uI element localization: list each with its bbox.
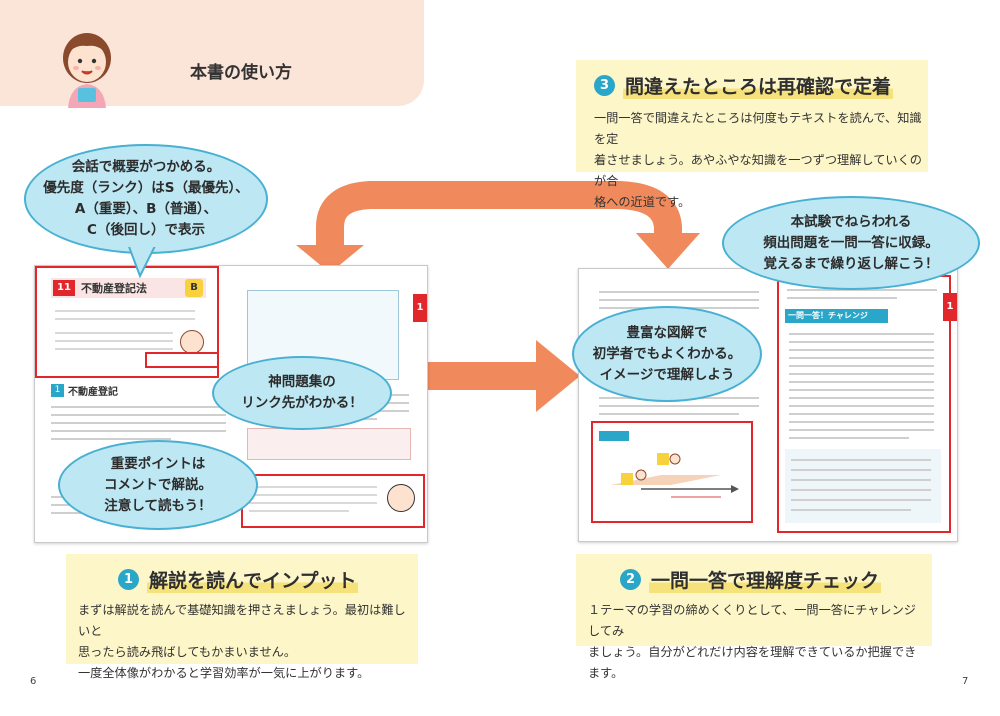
- right-arrow-icon: [412, 340, 580, 412]
- mascot-icon: [63, 33, 111, 108]
- panel-step-2-title: 2 一問一答で理解度チェック: [620, 566, 882, 593]
- loop-arrow-icon: [296, 181, 700, 273]
- page-title: 本書の使い方: [190, 63, 292, 83]
- bubble-rank-tail-icon: [126, 244, 158, 279]
- bubble-points: 重要ポイントは コメントで解説。 注意して読もう！: [58, 440, 258, 530]
- panel-step-2: 2 一問一答で理解度チェック １テーマの学習の締めくくりとして、一問一答にチャレ…: [576, 554, 932, 680]
- page-number-right: 7: [962, 676, 969, 687]
- chapter-title: 不動産登記法: [81, 282, 147, 295]
- bubble-rank: 会話で概要がつかめる。 優先度（ランク）はS（最優先）、 A（重要）、B（普通）…: [24, 144, 268, 254]
- diagram-illustration-icon: [611, 453, 739, 498]
- link-banner-highlight: [145, 352, 219, 368]
- section-title: 不動産登記: [68, 387, 118, 398]
- bubble-diagram: 豊富な図解で 初学者でもよくわかる。 イメージで理解しよう: [572, 306, 762, 402]
- comment-avatar: [387, 484, 415, 512]
- bubble-link: 神問題集の リンク先がわかる！: [212, 356, 392, 430]
- panel-step-1-title: 1 解説を読んでインプット: [118, 566, 359, 593]
- panel-step-1: 1 解説を読んでインプット まずは解説を読んで基礎知識を押さえましょう。最初は難…: [66, 554, 418, 680]
- challenge-header: 一問一答！チャレンジ: [785, 309, 888, 323]
- diagram-highlight: [591, 421, 753, 523]
- panel-step-3-body: 一問一答で間違えたところは何度もテキストを読んで、知識を定 着させましょう。あや…: [594, 111, 922, 209]
- page-number-left: 6: [30, 676, 37, 687]
- step-number-2: 2: [620, 569, 641, 590]
- section-number: 1: [51, 384, 64, 397]
- bubble-exam: 本試験でねらわれる 頻出問題を一問一答に収録。 覚えるまで繰り返し解こう！: [722, 196, 980, 290]
- step-number-1: 1: [118, 569, 139, 590]
- panel-step-3-title: 3 間違えたところは再確認で定着: [594, 72, 894, 99]
- step-number-3: 3: [594, 75, 615, 96]
- panel-step-3: 3 間違えたところは再確認で定着 一問一答で間違えたところは何度もテキストを読ん…: [576, 60, 928, 209]
- panel-step-2-body: １テーマの学習の締めくくりとして、一問一答にチャレンジしてみ ましょう。自分がど…: [588, 603, 917, 680]
- rank-badge: B: [185, 279, 203, 297]
- chapter-header-highlight: [35, 266, 219, 378]
- chapter-number: 11: [53, 280, 75, 296]
- chapter-side-tab-right: 1: [943, 293, 957, 321]
- teacher-avatar: [180, 330, 204, 354]
- panel-step-1-body: まずは解説を読んで基礎知識を押さえましょう。最初は難しいと 思ったら読み飛ばして…: [78, 603, 406, 680]
- chapter-side-tab-left: 1: [413, 294, 427, 322]
